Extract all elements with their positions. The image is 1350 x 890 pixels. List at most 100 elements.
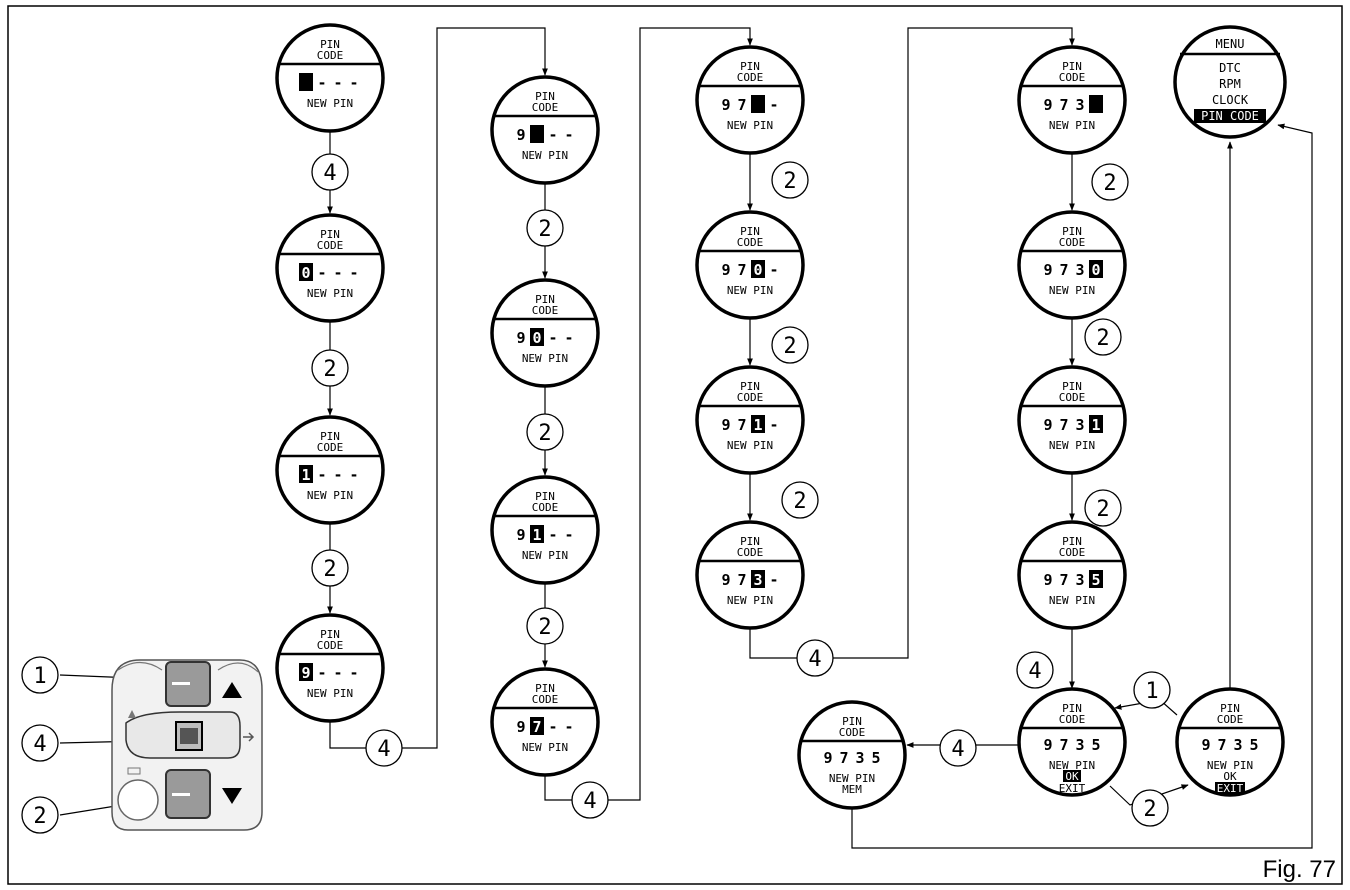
display-title-line1: PIN xyxy=(535,293,555,306)
step-circle xyxy=(771,326,809,364)
display-title-line1: PIN xyxy=(842,715,862,728)
digit: 7 xyxy=(737,571,746,589)
digit: 9 xyxy=(1043,416,1052,434)
step-1: 1 xyxy=(1133,671,1171,709)
step-2: 2 xyxy=(771,326,809,364)
digit: 5 xyxy=(1091,736,1100,754)
digit-placeholder: - xyxy=(769,416,778,434)
digit-selected: 0 xyxy=(532,329,541,347)
cursor-block xyxy=(751,415,765,433)
step-4: 4 xyxy=(311,153,349,191)
new-pin-label: NEW PIN xyxy=(522,549,568,562)
display-bezel xyxy=(797,700,907,810)
cursor-block xyxy=(1089,570,1103,588)
display-title-line2: CODE xyxy=(839,726,866,739)
digit-placeholder: - xyxy=(564,526,573,544)
digit-placeholder: - xyxy=(317,264,326,282)
step-label: 2 xyxy=(538,217,551,242)
connector-col1-col2 xyxy=(329,27,548,749)
new-pin-label: NEW PIN xyxy=(1049,439,1095,452)
mem-label: MEM xyxy=(842,783,862,796)
display-bezel xyxy=(275,415,385,525)
step-2: 2 xyxy=(311,349,349,387)
step-label: 2 xyxy=(783,334,796,359)
display-title-line1: PIN xyxy=(740,380,760,393)
digit-placeholder: - xyxy=(349,74,358,92)
display-title-line2: CODE xyxy=(1059,71,1086,84)
digit-selected: 1 xyxy=(301,466,310,484)
step-label: 1 xyxy=(33,664,46,689)
display-bezel xyxy=(695,520,805,630)
new-pin-label: NEW PIN xyxy=(727,119,773,132)
step-label: 2 xyxy=(33,804,46,829)
new-pin-label: NEW PIN xyxy=(307,687,353,700)
display-bezel xyxy=(490,667,600,777)
step-label: 1 xyxy=(1145,679,1158,704)
digit: 7 xyxy=(839,749,848,767)
step-2: 2 xyxy=(1091,163,1129,201)
exit-option: EXIT xyxy=(1217,782,1244,795)
digit-placeholder: - xyxy=(548,526,557,544)
cursor-block xyxy=(751,260,765,278)
digit: 3 xyxy=(1075,416,1084,434)
digit-placeholder: - xyxy=(333,74,342,92)
step-circle xyxy=(365,729,403,767)
cursor-block xyxy=(751,570,765,588)
new-pin-label: NEW PIN xyxy=(307,287,353,300)
digit-placeholder: - xyxy=(317,466,326,484)
digit-placeholder: - xyxy=(769,96,778,114)
display-bezel xyxy=(490,278,600,388)
digit-placeholder: - xyxy=(349,466,358,484)
step-circle xyxy=(311,549,349,587)
digit: 7 xyxy=(1059,96,1068,114)
display-bezel xyxy=(1017,45,1127,155)
step-4: 4 xyxy=(796,639,834,677)
ok-option: OK xyxy=(1065,770,1079,783)
step-circle xyxy=(526,607,564,645)
new-pin-label: NEW PIN xyxy=(1049,119,1095,132)
display-title-line2: CODE xyxy=(532,501,559,514)
button-mark xyxy=(172,682,190,685)
menu-item-clock: CLOCK xyxy=(1212,93,1249,107)
step-4: 4 xyxy=(939,729,977,767)
digit-placeholder: - xyxy=(548,329,557,347)
display-bezel xyxy=(275,23,385,133)
step-label: 2 xyxy=(323,557,336,582)
display-title-line1: PIN xyxy=(1062,225,1082,238)
display-title-line2: CODE xyxy=(1059,391,1086,404)
down-arrow-icon xyxy=(222,788,242,804)
display-bezel xyxy=(695,210,805,320)
display-bezel xyxy=(1017,210,1127,320)
cursor-block xyxy=(299,73,313,91)
new-pin-label: NEW PIN xyxy=(829,772,875,785)
new-pin-label: NEW PIN xyxy=(727,594,773,607)
step-circle xyxy=(526,413,564,451)
step-label: 2 xyxy=(793,489,806,514)
digit: 9 xyxy=(721,261,730,279)
step-circle xyxy=(526,209,564,247)
digit: 3 xyxy=(1233,736,1242,754)
button-callout-4: 4 xyxy=(21,724,59,762)
step-circle xyxy=(1131,789,1169,827)
digit-placeholder: - xyxy=(317,74,326,92)
step-circle xyxy=(1084,489,1122,527)
display-bezel xyxy=(275,613,385,723)
step-circle xyxy=(1133,671,1171,709)
step-label: 2 xyxy=(323,357,336,382)
step-label: 2 xyxy=(1096,326,1109,351)
display-title-line1: PIN xyxy=(740,60,760,73)
step-circle xyxy=(939,729,977,767)
step-label: 4 xyxy=(377,737,390,762)
digit-selected: 5 xyxy=(1091,571,1100,589)
